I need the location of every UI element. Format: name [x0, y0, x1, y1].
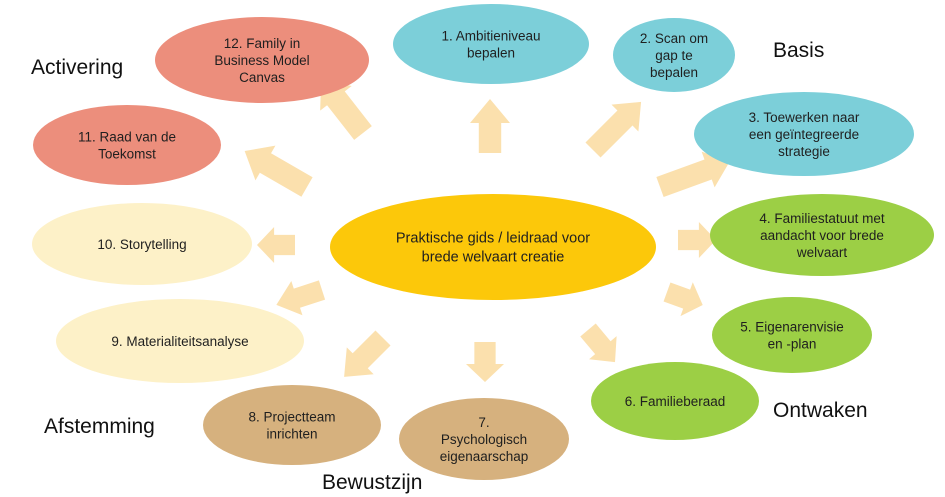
- nodes-layer: 1. Ambitieniveau bepalen 2. Scan om gap te b…: [32, 4, 934, 480]
- text-line: Psychologisch: [441, 432, 527, 447]
- center-layer: Praktische gids / leidraad voor brede wel…: [330, 194, 656, 300]
- step-node-10: 10. Storytelling: [32, 203, 252, 285]
- text-line: gap te: [655, 48, 693, 63]
- step-ellipse-1: [393, 4, 589, 84]
- step-node-6: 6. Familieberaad: [591, 362, 759, 440]
- text-line: bepalen: [467, 46, 515, 61]
- step-node-4: 4. Familiestatuut met aandacht voor brede…: [710, 194, 934, 276]
- arrow-12: [320, 79, 372, 140]
- step-node-1: 1. Ambitieniveau bepalen: [393, 4, 589, 84]
- arrow-2: [585, 101, 642, 158]
- text-line: inrichten: [266, 427, 317, 442]
- text-line: 8. Projectteam: [248, 410, 335, 425]
- step-node-9: 9. Materialiteitsanalyse: [56, 299, 304, 383]
- text-line: 12. Family in: [224, 36, 301, 51]
- phases-layer: Basis Ontwaken Bewustzijn Afstemming Act…: [31, 39, 868, 494]
- phase-label-bewustzijn: Bewustzijn: [322, 471, 422, 494]
- text-line: 10. Storytelling: [97, 237, 186, 252]
- phase-label-basis: Basis: [773, 39, 824, 62]
- step-node-3: 3. Toewerken naar een geïntegreerde strate…: [694, 92, 914, 176]
- text-line: welvaart: [796, 245, 848, 260]
- text-line: strategie: [778, 144, 830, 159]
- phase-label-afstemming: Afstemming: [44, 415, 155, 438]
- text-line: een geïntegreerde: [749, 127, 859, 142]
- text-line: 1. Ambitieniveau: [441, 29, 540, 44]
- step-ellipse-7: [399, 398, 569, 480]
- step-node-2: 2. Scan om gap te bepalen: [613, 18, 735, 92]
- text-line: 2. Scan om: [640, 31, 708, 46]
- step-node-7: 7. Psychologisch eigenaarschap: [399, 398, 569, 480]
- arrow-11: [244, 145, 313, 197]
- arrow-1: [470, 99, 510, 153]
- arrow-7: [466, 342, 504, 382]
- arrow-4: [678, 222, 716, 258]
- text-line: Toekomst: [98, 147, 156, 162]
- text-line: 3. Toewerken naar: [749, 110, 860, 125]
- step-ellipse-12: [155, 17, 369, 103]
- text-line: 6. Familieberaad: [625, 394, 726, 409]
- text-line: eigenaarschap: [440, 449, 529, 464]
- step-ellipse-3: [694, 92, 914, 176]
- arrow-10: [257, 227, 295, 263]
- phase-label-activering: Activering: [31, 56, 123, 79]
- text-line: Business Model: [214, 53, 309, 68]
- arrows-layer: [244, 79, 730, 382]
- step-ellipse-5: [712, 297, 872, 373]
- step-node-5: 5. Eigenarenvisie en -plan: [712, 297, 872, 373]
- step-ellipse-6: [591, 362, 759, 440]
- text-line: 7.: [478, 415, 489, 430]
- text-line: 11. Raad van de: [78, 130, 176, 145]
- text-line: Praktische gids / leidraad voor: [396, 231, 590, 247]
- text-line: aandacht voor brede: [760, 228, 884, 243]
- step-ellipse-4: [710, 194, 934, 276]
- arrow-6: [580, 323, 617, 363]
- text-line: Canvas: [239, 70, 285, 85]
- arrow-5: [663, 282, 703, 317]
- text-line: bepalen: [650, 65, 698, 80]
- step-ellipse-10: [32, 203, 252, 285]
- phase-label-ontwaken: Ontwaken: [773, 399, 868, 422]
- step-ellipse-8: [203, 385, 381, 465]
- center-node: Praktische gids / leidraad voor brede wel…: [330, 194, 656, 300]
- text-line: 9. Materialiteitsanalyse: [111, 334, 248, 349]
- step-node-8: 8. Projectteam inrichten: [203, 385, 381, 465]
- step-ellipse-11: [33, 105, 221, 185]
- step-ellipse-2: [613, 18, 735, 92]
- arrow-9: [276, 280, 326, 316]
- text-line: 4. Familiestatuut met: [759, 211, 885, 226]
- arrow-8: [344, 330, 391, 377]
- text-line: en -plan: [768, 337, 817, 352]
- step-node-11: 11. Raad van de Toekomst: [33, 105, 221, 185]
- arrow-3: [656, 151, 730, 197]
- center-ellipse: [330, 194, 656, 300]
- text-line: 5. Eigenarenvisie: [740, 320, 844, 335]
- text-line: brede welvaart creatie: [422, 250, 565, 266]
- step-ellipse-9: [56, 299, 304, 383]
